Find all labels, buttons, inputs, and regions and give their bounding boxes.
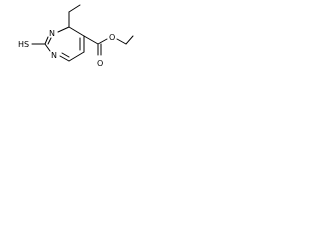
bond-c6-c5 <box>68 51 85 62</box>
bond-c2-n1 <box>44 43 51 52</box>
bond-n1-c6-inner <box>61 52 70 58</box>
bond-n3-c2 <box>44 36 49 45</box>
bond-c4-c3 <box>68 26 85 37</box>
bond-n1-c6 <box>59 55 70 62</box>
bond-ethyl-2 <box>68 4 81 13</box>
bond-n3-c2-inner <box>47 37 52 45</box>
bond-ester-oxygen-ethyl <box>116 38 127 45</box>
bond-carbonyl-ester-oxygen <box>97 38 108 45</box>
atom-n-top: N <box>49 29 55 38</box>
bond-ring-carbonyl <box>83 35 99 45</box>
atom-n-bottom: N <box>51 51 57 60</box>
bond-ester-ethyl-end <box>125 35 134 45</box>
atom-carbonyl-oxygen: O <box>97 59 103 68</box>
bond-c4-n3 <box>57 26 70 33</box>
atom-thiol-hs: HS <box>18 40 29 49</box>
atom-ester-oxygen: O <box>109 33 115 42</box>
chemical-structure-diagram: N N HS O O <box>18 4 134 68</box>
